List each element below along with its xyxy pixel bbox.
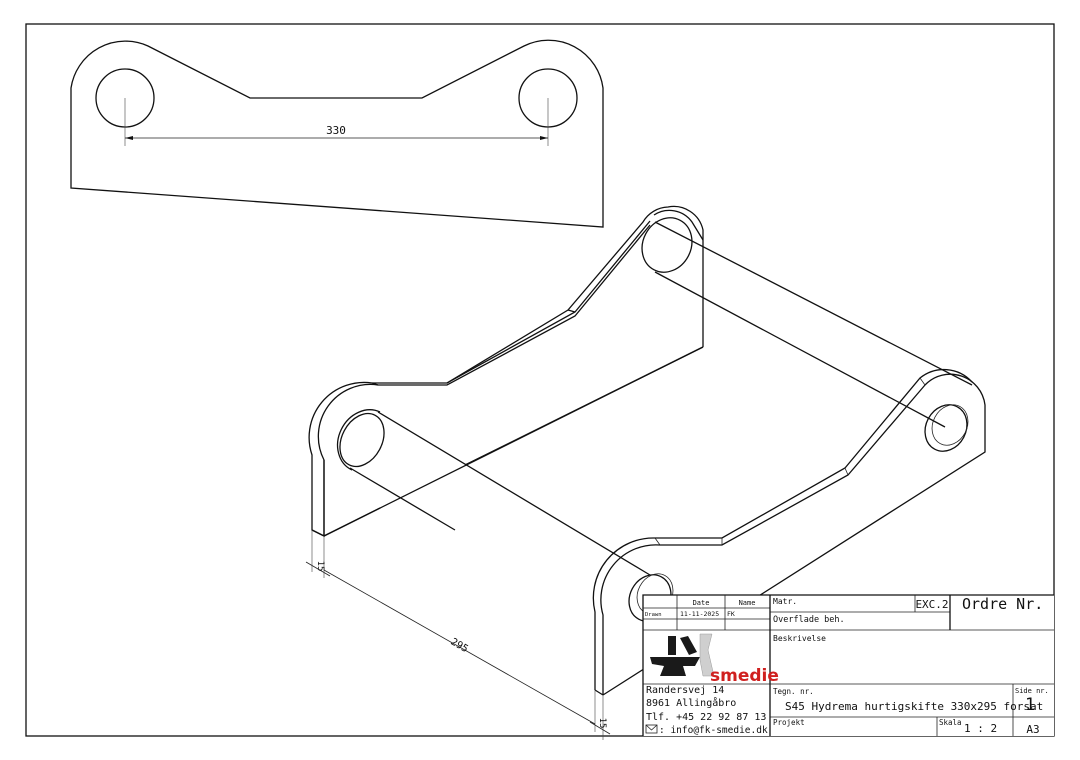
dim-arrow-right [540,136,548,140]
dim-line-15-left [305,561,331,577]
address-line2: 8961 Allingåbro [646,696,736,709]
lower-pin-left-end [336,409,381,471]
right-plate-bottom-edge [594,689,604,696]
right-pin-end-upper [924,404,968,452]
upper-pin-end [641,217,693,273]
lower-pin-top [377,411,651,576]
execution-class: EXC.2 [915,598,948,611]
side-plate-outline [70,39,604,228]
upper-pin-top [654,221,973,386]
phone: Tlf. +45 22 92 87 13 [646,712,766,723]
dim-line-295 [323,569,596,725]
right-pin-end-upper-inner [931,404,969,446]
logo-text: smedie [710,666,779,686]
dim-arrow-left [125,136,133,140]
drawn-date: 11-11-2025 [680,610,719,618]
right-plate-chamfer-lines [654,377,926,546]
lower-pin [336,409,651,576]
scale-label: Skala [939,718,962,727]
drawing-no-label: Tegn. nr. [773,687,814,696]
left-plate-face [317,224,651,536]
date-header: Date [693,599,710,607]
scale-value: 1 : 2 [964,722,997,735]
page-number: 1 [1025,695,1035,715]
name-header: Name [739,599,756,607]
front-view: 330 [70,39,604,228]
dim-text-295: 295 [449,637,470,655]
page-label: Side nr. [1015,687,1049,695]
description-label: Beskrivelse [773,634,826,643]
address-line1: Randersvej 14 [646,685,724,696]
title-block: Date Name Drawn 11-11-2025 FK Matr. EXC.… [642,594,1054,736]
drawing-title: S45 Hydrema hurtigskifte 330x295 forsat [785,700,1043,713]
left-plate-bottom [311,507,381,537]
anvil-logo-icon: smedie [646,633,779,686]
dim-text-15-right: 15 [597,718,607,729]
envelope-icon [645,724,658,734]
right-plate-back-edge [592,368,973,690]
right-plate-outline [600,373,986,696]
material-label: Matr. [773,597,797,606]
drawn-name: FK [727,610,735,618]
sheet-border [25,23,1055,737]
back-plate-inner-edge [371,220,651,386]
project-label: Projekt [773,718,805,727]
back-plate-top-edge [653,209,704,241]
dim-text-15-left: 15 [315,561,325,572]
sheet-size: A3 [1026,723,1039,736]
isometric-view: 295 15 15 [305,205,986,740]
back-plate-outline [308,205,704,538]
dim-text-330: 330 [326,124,346,137]
lower-pin-left-cap [339,412,385,468]
upper-pin-bottom [654,271,946,428]
surface-label: Overflade beh. [773,615,845,625]
order-label: Ordre Nr. [962,595,1043,613]
dim-line-15-right [589,721,611,735]
lower-pin-bottom [349,467,456,531]
drawn-label: Drawn [645,612,662,618]
email: : info@fk-smedie.dk [659,725,768,736]
upper-pin [641,217,973,428]
back-plate-lower-inner [464,346,704,466]
